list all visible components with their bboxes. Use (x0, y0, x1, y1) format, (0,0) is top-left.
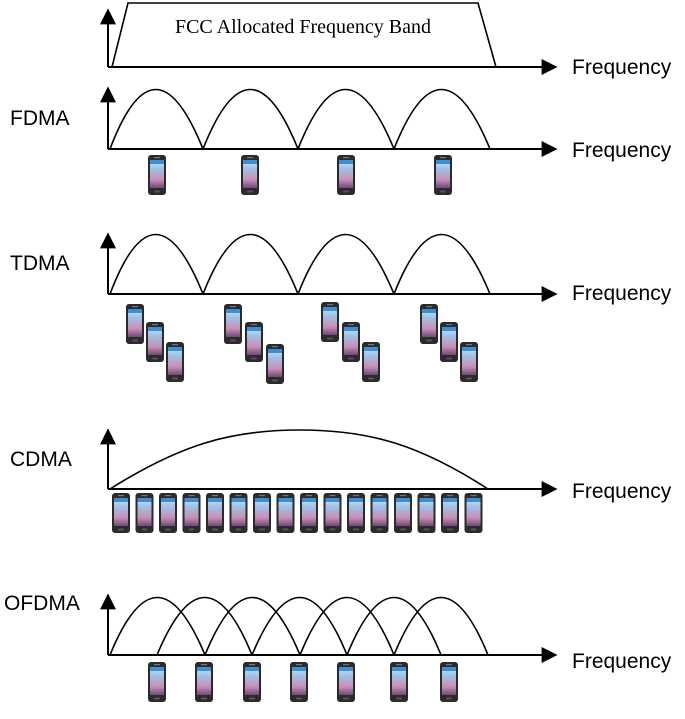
smartphone-icon (241, 155, 259, 195)
smartphone-icon (245, 322, 263, 362)
smartphone-icon (112, 493, 130, 533)
smartphone-icon (337, 155, 355, 195)
smartphone-icon (441, 493, 459, 533)
fdma-carriers (109, 88, 491, 150)
smartphone-icon (206, 493, 224, 533)
smartphone-icon (362, 342, 380, 382)
fcc-axis-label: Frequency (572, 56, 672, 79)
ofdma-label: OFDMA (4, 592, 80, 615)
ofdma-subcarrier-4 (251, 596, 348, 656)
smartphone-icon (135, 493, 154, 533)
smartphone-icon (300, 493, 318, 533)
ofdma-subcarrier-7 (393, 596, 489, 656)
smartphone-icon (182, 493, 201, 533)
smartphone-icon (148, 662, 166, 702)
fdma-carrier-1 (109, 88, 204, 150)
smartphone-icon (166, 342, 184, 382)
ofdma-subcarrier-6 (346, 596, 442, 656)
smartphone-icon (417, 493, 436, 533)
cdma-axis-label: Frequency (572, 480, 672, 503)
smartphone-icon (347, 493, 365, 533)
smartphone-icon (420, 304, 438, 344)
ofdma-subcarrier-1 (109, 596, 206, 656)
cdma-row: CDMA Frequency (10, 428, 672, 533)
ofdma-subcarriers (109, 596, 489, 656)
smartphone-icon (253, 493, 271, 533)
smartphone-icon (195, 662, 213, 702)
cdma-label: CDMA (10, 448, 72, 471)
smartphone-icon (266, 344, 284, 384)
smartphone-icon (370, 493, 389, 533)
smartphone-icon (434, 155, 452, 195)
smartphone-icon (243, 662, 261, 702)
smartphone-icon (159, 493, 177, 533)
smartphone-icon (460, 342, 478, 382)
smartphone-icon (276, 493, 295, 533)
ofdma-phones (148, 662, 458, 702)
tdma-carrier-1 (109, 233, 204, 295)
ofdma-subcarrier-3 (204, 596, 301, 656)
smartphone-icon (337, 662, 355, 702)
smartphone-icon (148, 155, 166, 195)
tdma-carriers (109, 233, 491, 295)
smartphone-icon (126, 304, 144, 344)
tdma-carrier-2 (202, 233, 299, 295)
fdma-carrier-3 (297, 88, 395, 150)
smartphone-icon (290, 662, 308, 702)
fcc-band-trapezoid (110, 2, 498, 68)
smartphone-icon (342, 322, 360, 362)
fcc-band-row: FCC Allocated Frequency Band Frequency (100, 2, 672, 79)
tdma-label: TDMA (10, 252, 70, 275)
tdma-axis-label: Frequency (572, 282, 672, 305)
smartphone-icon (229, 493, 248, 533)
fcc-band-label: FCC Allocated Frequency Band (175, 16, 431, 38)
fdma-label: FDMA (10, 107, 70, 130)
ofdma-row: OFDMA Frequency (4, 592, 672, 702)
smartphone-icon (224, 304, 242, 344)
smartphone-icon (323, 493, 342, 533)
smartphone-icon (390, 662, 408, 702)
smartphone-icon (440, 662, 458, 702)
smartphone-icon (321, 302, 339, 342)
ofdma-subcarrier-5 (299, 596, 395, 656)
smartphone-icon (440, 322, 458, 362)
tdma-phones (126, 302, 478, 384)
fdma-carrier-4 (393, 88, 491, 150)
ofdma-subcarrier-2 (156, 596, 253, 656)
smartphone-icon (394, 493, 412, 533)
cdma-phones (112, 493, 483, 533)
cdma-spread-carrier (109, 429, 489, 490)
fdma-axis-label: Frequency (572, 139, 672, 162)
smartphone-icon (146, 322, 164, 362)
ofdma-axis-label: Frequency (572, 650, 672, 673)
fdma-carrier-2 (202, 88, 299, 150)
tdma-row: TDMA Frequency (10, 232, 672, 384)
tdma-carrier-4 (393, 233, 491, 295)
fdma-phones (148, 155, 452, 195)
fdma-row: FDMA Frequency (10, 86, 672, 195)
smartphone-icon (464, 493, 483, 533)
tdma-carrier-3 (297, 233, 395, 295)
